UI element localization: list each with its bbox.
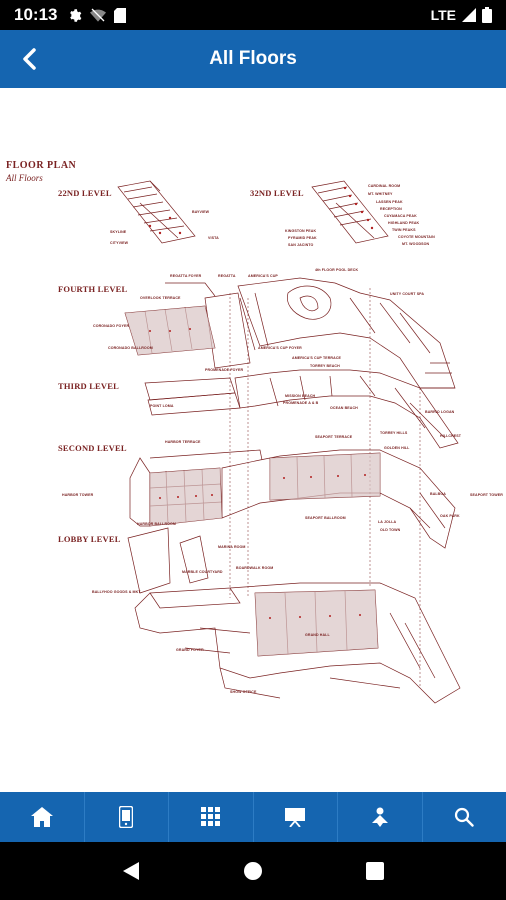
room-label[interactable]: GRAND HALL	[305, 633, 330, 637]
network-icon	[371, 807, 388, 827]
room-label[interactable]: MISSION BEACH	[285, 394, 316, 398]
nav-mobile[interactable]	[85, 792, 169, 842]
triangle-back-icon	[123, 862, 139, 880]
phone-icon	[119, 806, 134, 828]
room-label[interactable]: BAYVIEW	[192, 210, 210, 214]
bottom-nav	[0, 792, 506, 842]
app-bar: All Floors	[0, 30, 506, 88]
room-label[interactable]: OAK PARK	[440, 514, 460, 518]
status-bar: 10:13 LTE	[0, 0, 506, 30]
nav-network[interactable]	[338, 792, 423, 842]
level-label-third: THIRD LEVEL	[58, 381, 120, 391]
search-icon	[455, 807, 474, 827]
level-label-32nd: 32ND LEVEL	[250, 188, 304, 198]
room-label[interactable]: OLD TOWN	[380, 528, 401, 532]
room-label[interactable]: HILLCREST	[440, 434, 462, 438]
nav-home[interactable]	[0, 792, 85, 842]
level-label-lobby: LOBBY LEVEL	[58, 534, 121, 544]
room-label[interactable]: BALLYHOO GOODS & MKT	[92, 590, 141, 594]
room-label[interactable]: CUYAMACA PEAK	[384, 214, 417, 218]
floor-plan-title: FLOOR PLAN	[6, 160, 77, 171]
room-label[interactable]: UNITY COURT SPA	[390, 292, 425, 296]
room-label[interactable]: PROMENADE FOYER	[205, 368, 244, 372]
room-label[interactable]: GOLDEN HILL	[384, 446, 410, 450]
square-recents-icon	[366, 862, 384, 880]
room-label[interactable]: TORREY BEACH	[310, 364, 340, 368]
room-label[interactable]: TWIN PEAKS	[392, 228, 416, 232]
room-label[interactable]: BARRIO LOGAN	[425, 410, 455, 414]
settings-icon	[70, 8, 82, 22]
room-label[interactable]: HARBOR TOWER	[62, 493, 94, 497]
room-label[interactable]: TORREY HILLS	[380, 431, 408, 435]
grid-icon	[200, 807, 220, 826]
room-label[interactable]: POINT LOMA	[150, 404, 174, 408]
page-title: All Floors	[209, 48, 297, 69]
sd-card-icon	[114, 7, 127, 23]
room-label[interactable]: OVERLOOK TERRACE	[140, 296, 181, 300]
room-label[interactable]: MT. WHITNEY	[368, 192, 393, 196]
circle-home-icon	[244, 862, 262, 880]
room-label[interactable]: AMERICA'S CUP	[248, 274, 278, 278]
system-nav-bar	[0, 842, 506, 900]
nav-grid[interactable]	[169, 792, 254, 842]
system-home-button[interactable]	[231, 849, 275, 893]
nav-search[interactable]	[423, 792, 506, 842]
level-label-second: SECOND LEVEL	[58, 443, 127, 453]
room-label[interactable]: BALBOA	[430, 492, 446, 496]
system-recents-button[interactable]	[353, 849, 397, 893]
room-label[interactable]: LA JOLLA	[378, 520, 397, 524]
system-back-button[interactable]	[109, 849, 153, 893]
wifi-off-icon	[90, 8, 107, 22]
room-label[interactable]: HIGHLAND PEAK	[388, 221, 420, 225]
room-label[interactable]: AMERICA'S CUP TERRACE	[292, 356, 342, 360]
room-label[interactable]: SEAPORT BALLROOM	[305, 516, 346, 520]
nav-presentation[interactable]	[254, 792, 338, 842]
floor-plan-drawing	[117, 180, 461, 704]
room-label[interactable]: MARINA ROOM	[218, 545, 246, 549]
room-label[interactable]: LASSEN PEAK	[376, 200, 403, 204]
chevron-left-icon	[23, 48, 36, 70]
back-button[interactable]	[10, 40, 48, 78]
floor-plan-subtitle: All Floors	[6, 173, 43, 183]
room-label[interactable]: MARBLE COURTYARD	[182, 570, 223, 574]
battery-icon	[482, 7, 492, 23]
room-label[interactable]: COYOTE MOUNTAIN	[398, 235, 435, 239]
signal-icon	[462, 8, 476, 22]
room-label[interactable]: HARBOR BALLROOM	[137, 522, 177, 526]
room-label[interactable]: OCEAN BEACH	[330, 406, 358, 410]
room-label[interactable]: SEAPORT TERRACE	[315, 435, 353, 439]
room-label[interactable]: REGATTA FOYER	[170, 274, 202, 278]
room-label[interactable]: BOARDWALK ROOM	[236, 566, 274, 570]
room-label[interactable]: CORONADO FOYER	[93, 324, 130, 328]
home-icon	[30, 807, 53, 827]
level-label-fourth: FOURTH LEVEL	[58, 284, 128, 294]
network-type: LTE	[430, 7, 456, 23]
room-label[interactable]: PROMENADE A & B	[283, 401, 319, 405]
room-label[interactable]: SAN JACINTO	[288, 243, 314, 247]
room-label[interactable]: CITYVIEW	[110, 241, 129, 245]
room-label[interactable]: HARBOR TERRACE	[165, 440, 201, 444]
room-label[interactable]: PYRAMID PEAK	[288, 236, 317, 240]
room-label[interactable]: CORONADO BALLROOM	[108, 346, 153, 350]
room-label[interactable]: SHOW OFFICE	[230, 690, 257, 694]
room-label[interactable]: 4th FLOOR POOL DECK	[315, 268, 359, 272]
room-label[interactable]: RECEPTION	[380, 207, 402, 211]
level-label-22nd: 22ND LEVEL	[58, 188, 112, 198]
room-label[interactable]: GRAND FOYER	[176, 648, 204, 652]
room-label[interactable]: SEAPORT TOWER	[470, 493, 503, 497]
floor-plan-view[interactable]: FLOOR PLAN All Floors 22ND LEVEL 32ND LE…	[0, 88, 506, 792]
room-label[interactable]: KINGSTON PEAK	[285, 229, 317, 233]
room-label[interactable]: SKYLINE	[110, 230, 127, 234]
room-label[interactable]: VISTA	[208, 236, 219, 240]
room-label[interactable]: CARDINAL ROOM	[368, 184, 401, 188]
room-label[interactable]: AMERICA'S CUP FOYER	[258, 346, 302, 350]
room-label[interactable]: REGATTA	[218, 274, 236, 278]
presentation-icon	[285, 808, 306, 827]
status-time: 10:13	[14, 5, 58, 24]
room-label[interactable]: MT. WOODSON	[402, 242, 430, 246]
